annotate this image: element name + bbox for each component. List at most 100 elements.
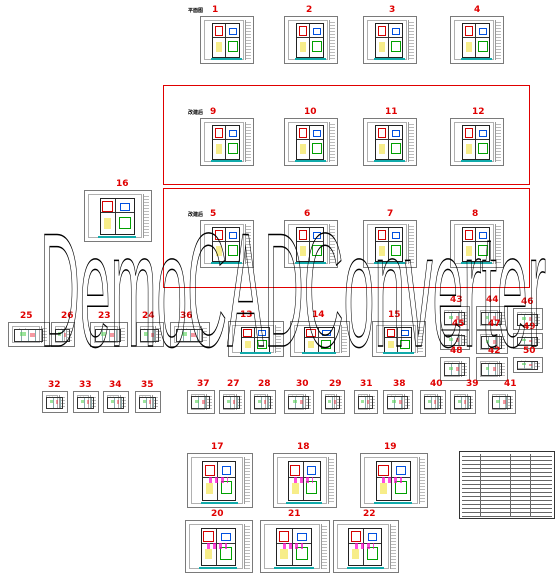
floor-plan-drawing <box>374 23 405 61</box>
title-block <box>244 457 250 504</box>
sheet-11[interactable] <box>363 118 417 166</box>
floor-plan-drawing <box>295 23 326 61</box>
sheet-30[interactable] <box>284 390 314 414</box>
sheet-14[interactable] <box>290 321 350 357</box>
sheet-36[interactable] <box>170 322 210 347</box>
sheet-number-label: 45 <box>452 319 465 329</box>
title-block <box>341 325 347 353</box>
sheet-number-label: 7 <box>387 209 394 219</box>
sheet-22[interactable] <box>333 520 399 573</box>
sheet-33[interactable] <box>73 391 99 413</box>
floor-plan-drawing <box>286 461 323 504</box>
elevation-drawing <box>444 334 465 347</box>
sheet-34[interactable] <box>103 391 129 413</box>
sheet-46[interactable] <box>513 308 543 330</box>
sheet-number-label: 13 <box>240 310 253 320</box>
title-block <box>245 122 251 162</box>
floor-plan-drawing <box>97 198 137 239</box>
sheet-number-label: 24 <box>142 311 155 321</box>
sheet-13[interactable] <box>228 321 284 357</box>
elevation-drawing <box>95 327 122 343</box>
title-block <box>417 325 423 353</box>
title-block <box>495 20 501 60</box>
sheet-48[interactable] <box>440 357 470 381</box>
sheet-32[interactable] <box>42 391 68 413</box>
floor-plan-drawing <box>374 227 405 265</box>
elevation-drawing <box>191 395 210 410</box>
elevation-drawing <box>480 362 503 377</box>
elevation-drawing <box>324 395 341 410</box>
floor-plan-drawing <box>302 326 337 355</box>
elevation-drawing <box>222 395 241 410</box>
sheet-number-label: 16 <box>116 179 129 189</box>
sheet-31[interactable] <box>354 390 378 414</box>
sheet-6[interactable] <box>284 220 338 268</box>
sheet-19[interactable] <box>360 453 428 508</box>
sheet-10[interactable] <box>284 118 338 166</box>
sheet-29[interactable] <box>321 390 345 414</box>
sheet-20[interactable] <box>185 520 253 573</box>
sheet-47[interactable] <box>476 330 508 354</box>
sheet-44[interactable] <box>476 306 508 330</box>
sheet-23[interactable] <box>90 322 128 347</box>
sheet-45[interactable] <box>440 330 470 350</box>
elevation-drawing <box>357 395 374 410</box>
sheet-number-label: 3 <box>389 5 396 15</box>
sheet-27[interactable] <box>219 390 245 414</box>
sheet-2[interactable] <box>284 16 338 64</box>
sheet-12[interactable] <box>450 118 504 166</box>
floor-plan-drawing <box>461 125 492 163</box>
sheet-28[interactable] <box>250 390 276 414</box>
sheet-43[interactable] <box>440 306 470 330</box>
sheet-38[interactable] <box>383 390 413 414</box>
title-block <box>408 122 414 162</box>
floor-plan-drawing <box>274 528 314 570</box>
sheet-39[interactable] <box>450 390 476 414</box>
sheet-16[interactable] <box>84 190 152 242</box>
sheet-35[interactable] <box>135 391 161 413</box>
elevation-drawing <box>444 311 465 326</box>
title-block <box>321 524 327 569</box>
title-block <box>245 224 251 264</box>
sheet-3[interactable] <box>363 16 417 64</box>
sheet-37[interactable] <box>187 390 215 414</box>
sheet-group-middle <box>163 85 530 185</box>
title-block <box>419 457 425 504</box>
sheet-4[interactable] <box>450 16 504 64</box>
sheet-caption: 改建后 <box>188 212 204 218</box>
sheet-number-label: 17 <box>211 442 224 452</box>
floor-plan-drawing <box>373 461 413 504</box>
sheet-9[interactable] <box>200 118 254 166</box>
sheet-42[interactable] <box>476 357 508 381</box>
sheet-21[interactable] <box>260 520 330 573</box>
title-block <box>328 457 334 504</box>
sheet-number-label: 32 <box>48 380 61 390</box>
sheet-15[interactable] <box>372 321 426 357</box>
sheet-number-label: 2 <box>306 5 313 15</box>
sheet-number-label: 46 <box>521 297 534 307</box>
sheet-5[interactable] <box>200 220 254 268</box>
sheet-number-label: 29 <box>329 379 342 389</box>
sheet-25[interactable] <box>8 322 50 347</box>
sheet-26[interactable] <box>51 322 75 347</box>
sheet-number-label: 28 <box>258 379 271 389</box>
elevation-drawing <box>76 395 95 409</box>
elevation-drawing <box>480 335 503 350</box>
sheet-17[interactable] <box>187 453 253 508</box>
sheet-24[interactable] <box>136 322 164 347</box>
sheet-7[interactable] <box>363 220 417 268</box>
sheet-8[interactable] <box>450 220 504 268</box>
elevation-drawing <box>517 312 538 326</box>
sheet-1[interactable] <box>200 16 254 64</box>
sheet-number-label: 40 <box>430 379 443 389</box>
sheet-49[interactable] <box>513 333 543 349</box>
sheet-40[interactable] <box>420 390 446 414</box>
sheet-41[interactable] <box>488 390 516 414</box>
sheet-50[interactable] <box>513 357 543 373</box>
title-block <box>408 20 414 60</box>
sheet-18[interactable] <box>273 453 337 508</box>
elevation-drawing <box>423 395 442 410</box>
sheet-number-label: 20 <box>211 509 224 519</box>
sheet-number-label: 41 <box>504 379 517 389</box>
